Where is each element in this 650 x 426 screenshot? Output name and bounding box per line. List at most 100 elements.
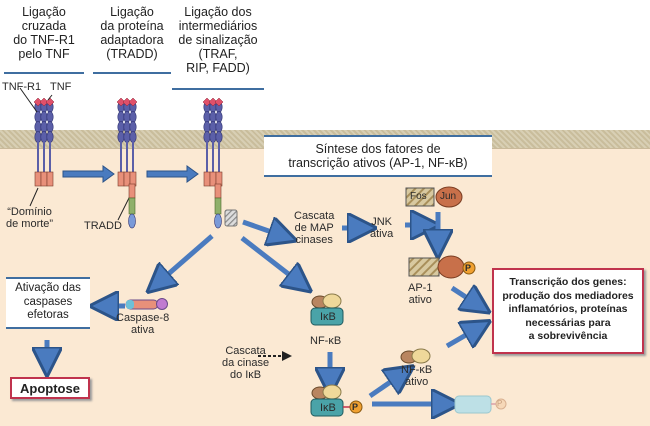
receptor-domain: [40, 111, 48, 123]
header-line: Ligação dos: [184, 5, 252, 19]
header-tradd-binding: Ligação da proteína adaptadora (TRADD): [93, 2, 171, 74]
label-line: ativa: [130, 324, 155, 336]
header-line: pelo TNF: [18, 47, 70, 61]
arrow-ap1-to-genes: [450, 288, 478, 305]
arrow-to-active-nfkb: [368, 374, 402, 399]
effector-caspases-box: Ativação das caspases efetoras: [6, 277, 90, 329]
tnf-label: TNF: [50, 81, 72, 93]
label-line: cinases: [295, 234, 333, 246]
caspase8-domain: [156, 298, 168, 310]
label-line: de morte”: [6, 218, 54, 230]
jun-label: Jun: [440, 191, 457, 202]
tnf-trimer-subunit: [122, 97, 132, 107]
receptor-domain: [46, 111, 54, 123]
arrow-nfkb-to-genes: [445, 328, 478, 346]
header-line: RIP, FADD): [186, 61, 250, 75]
header-intermediates-binding: Ligação dos intermediários de sinalizaçã…: [172, 2, 264, 90]
jnk-label: JNK ativa: [370, 216, 393, 240]
tradd-death-domain: [214, 183, 222, 199]
label-line: ativa: [370, 228, 394, 240]
jun-protein: [435, 186, 463, 208]
receptor-domain: [203, 121, 211, 133]
tnf-trimer-subunit: [202, 97, 212, 107]
header-line: adaptadora: [100, 33, 164, 47]
ikb-label-2: IκB: [320, 402, 336, 414]
label-line: do IκB: [229, 369, 262, 381]
death-domain-pointer: [29, 187, 39, 207]
death-domain: [117, 171, 125, 187]
degraded-phospho-label: P: [497, 399, 503, 408]
death-domain: [34, 171, 42, 187]
receptor-domain: [123, 111, 131, 123]
tnf-trimer-subunit: [208, 97, 218, 107]
header-line: Síntese dos fatores de: [315, 142, 441, 156]
receptor-domain: [34, 121, 42, 133]
arrow-2-to-3: [146, 165, 199, 183]
receptor-domain: [215, 121, 223, 133]
receptor-domain: [203, 111, 211, 123]
death-domain: [40, 171, 48, 187]
box-line: a sobrevivência: [528, 330, 608, 342]
box-line: efetoras: [27, 309, 69, 321]
header-line: transcrição ativos (AP-1, NF-κB): [288, 156, 468, 170]
arrow-to-nfkb: [240, 236, 300, 283]
degraded-phospho-icon: [495, 398, 507, 410]
receptor-trimer-3: [202, 97, 224, 187]
map-cascade-label: Cascata de MAP cinases: [294, 210, 334, 246]
tradd-body: [214, 197, 222, 215]
box-line: necessárias para: [525, 316, 611, 329]
ap1-label: AP-1 ativo: [408, 282, 432, 306]
caspase8-end: [126, 300, 134, 309]
receptor-domain: [117, 121, 125, 133]
active-nfkb-p65: [411, 348, 431, 364]
ap1-phospho-label: P: [465, 263, 472, 273]
ikb-kinase-label: Cascata da cinase do IκB: [222, 345, 269, 381]
header-tnf-binding: Ligação cruzada do TNF-R1 pelo TNF: [4, 2, 84, 74]
ikb-label-1: IκB: [320, 311, 336, 323]
ap1-jun: [437, 255, 465, 279]
fos-label: Fos: [410, 191, 427, 202]
header-line: de sinalização: [178, 33, 258, 47]
label-line: Cascata: [294, 210, 335, 222]
tnf-trimer-subunit: [128, 97, 138, 107]
ikb-phospho-label: P: [352, 402, 359, 412]
nfkb-p65-2: [322, 384, 342, 400]
receptor-domain: [129, 111, 137, 123]
ikb-box-1: [310, 307, 344, 326]
header-line: da proteína: [100, 19, 164, 33]
label-line: “Domínio: [7, 206, 52, 218]
tnf-pointer: [47, 94, 53, 101]
death-domain: [46, 171, 54, 187]
tnfr1-label: TNF-R1: [2, 81, 42, 93]
receptor-domain: [215, 111, 223, 123]
header-line: Ligação: [22, 5, 66, 19]
gene-transcription-box: Transcrição dos genes: produção dos medi…: [492, 268, 644, 354]
ikb-kinase-arrowhead: [282, 351, 292, 361]
box-line: produção dos mediadores: [502, 289, 634, 302]
apoptosis-box: Apoptose: [10, 377, 90, 399]
label-line: NF-κB: [401, 364, 433, 376]
degraded-ikb: [454, 395, 492, 414]
header-synthesis: Síntese dos fatores de transcrição ativo…: [264, 135, 492, 177]
tradd-death-domain: [128, 183, 136, 199]
tradd-body: [128, 197, 136, 215]
label-line: JNK: [371, 216, 393, 228]
header-line: cruzada: [21, 19, 67, 33]
ap1-phospho-icon: [462, 261, 476, 275]
label-line: ativo: [408, 294, 432, 306]
fos-protein: [405, 187, 435, 207]
receptor-domain: [129, 121, 137, 133]
header-line: (TRADD): [106, 47, 158, 61]
caspase8-label: Caspase-8 ativa: [116, 312, 169, 336]
header-line: Ligação: [110, 5, 154, 19]
box-line: inflamatórios, proteínas: [508, 303, 628, 315]
tnf-trimer-subunit: [39, 97, 49, 107]
receptor-domain: [46, 121, 54, 133]
nfkb-label: NF-κB: [310, 335, 342, 347]
header-line: do TNF-R1: [13, 33, 75, 47]
active-nfkb-label: NF-κB ativo: [401, 364, 432, 388]
receptor-domain: [123, 121, 131, 133]
tnf-trimer-subunit: [33, 97, 43, 107]
box-line: Transcrição dos genes:: [509, 276, 627, 288]
